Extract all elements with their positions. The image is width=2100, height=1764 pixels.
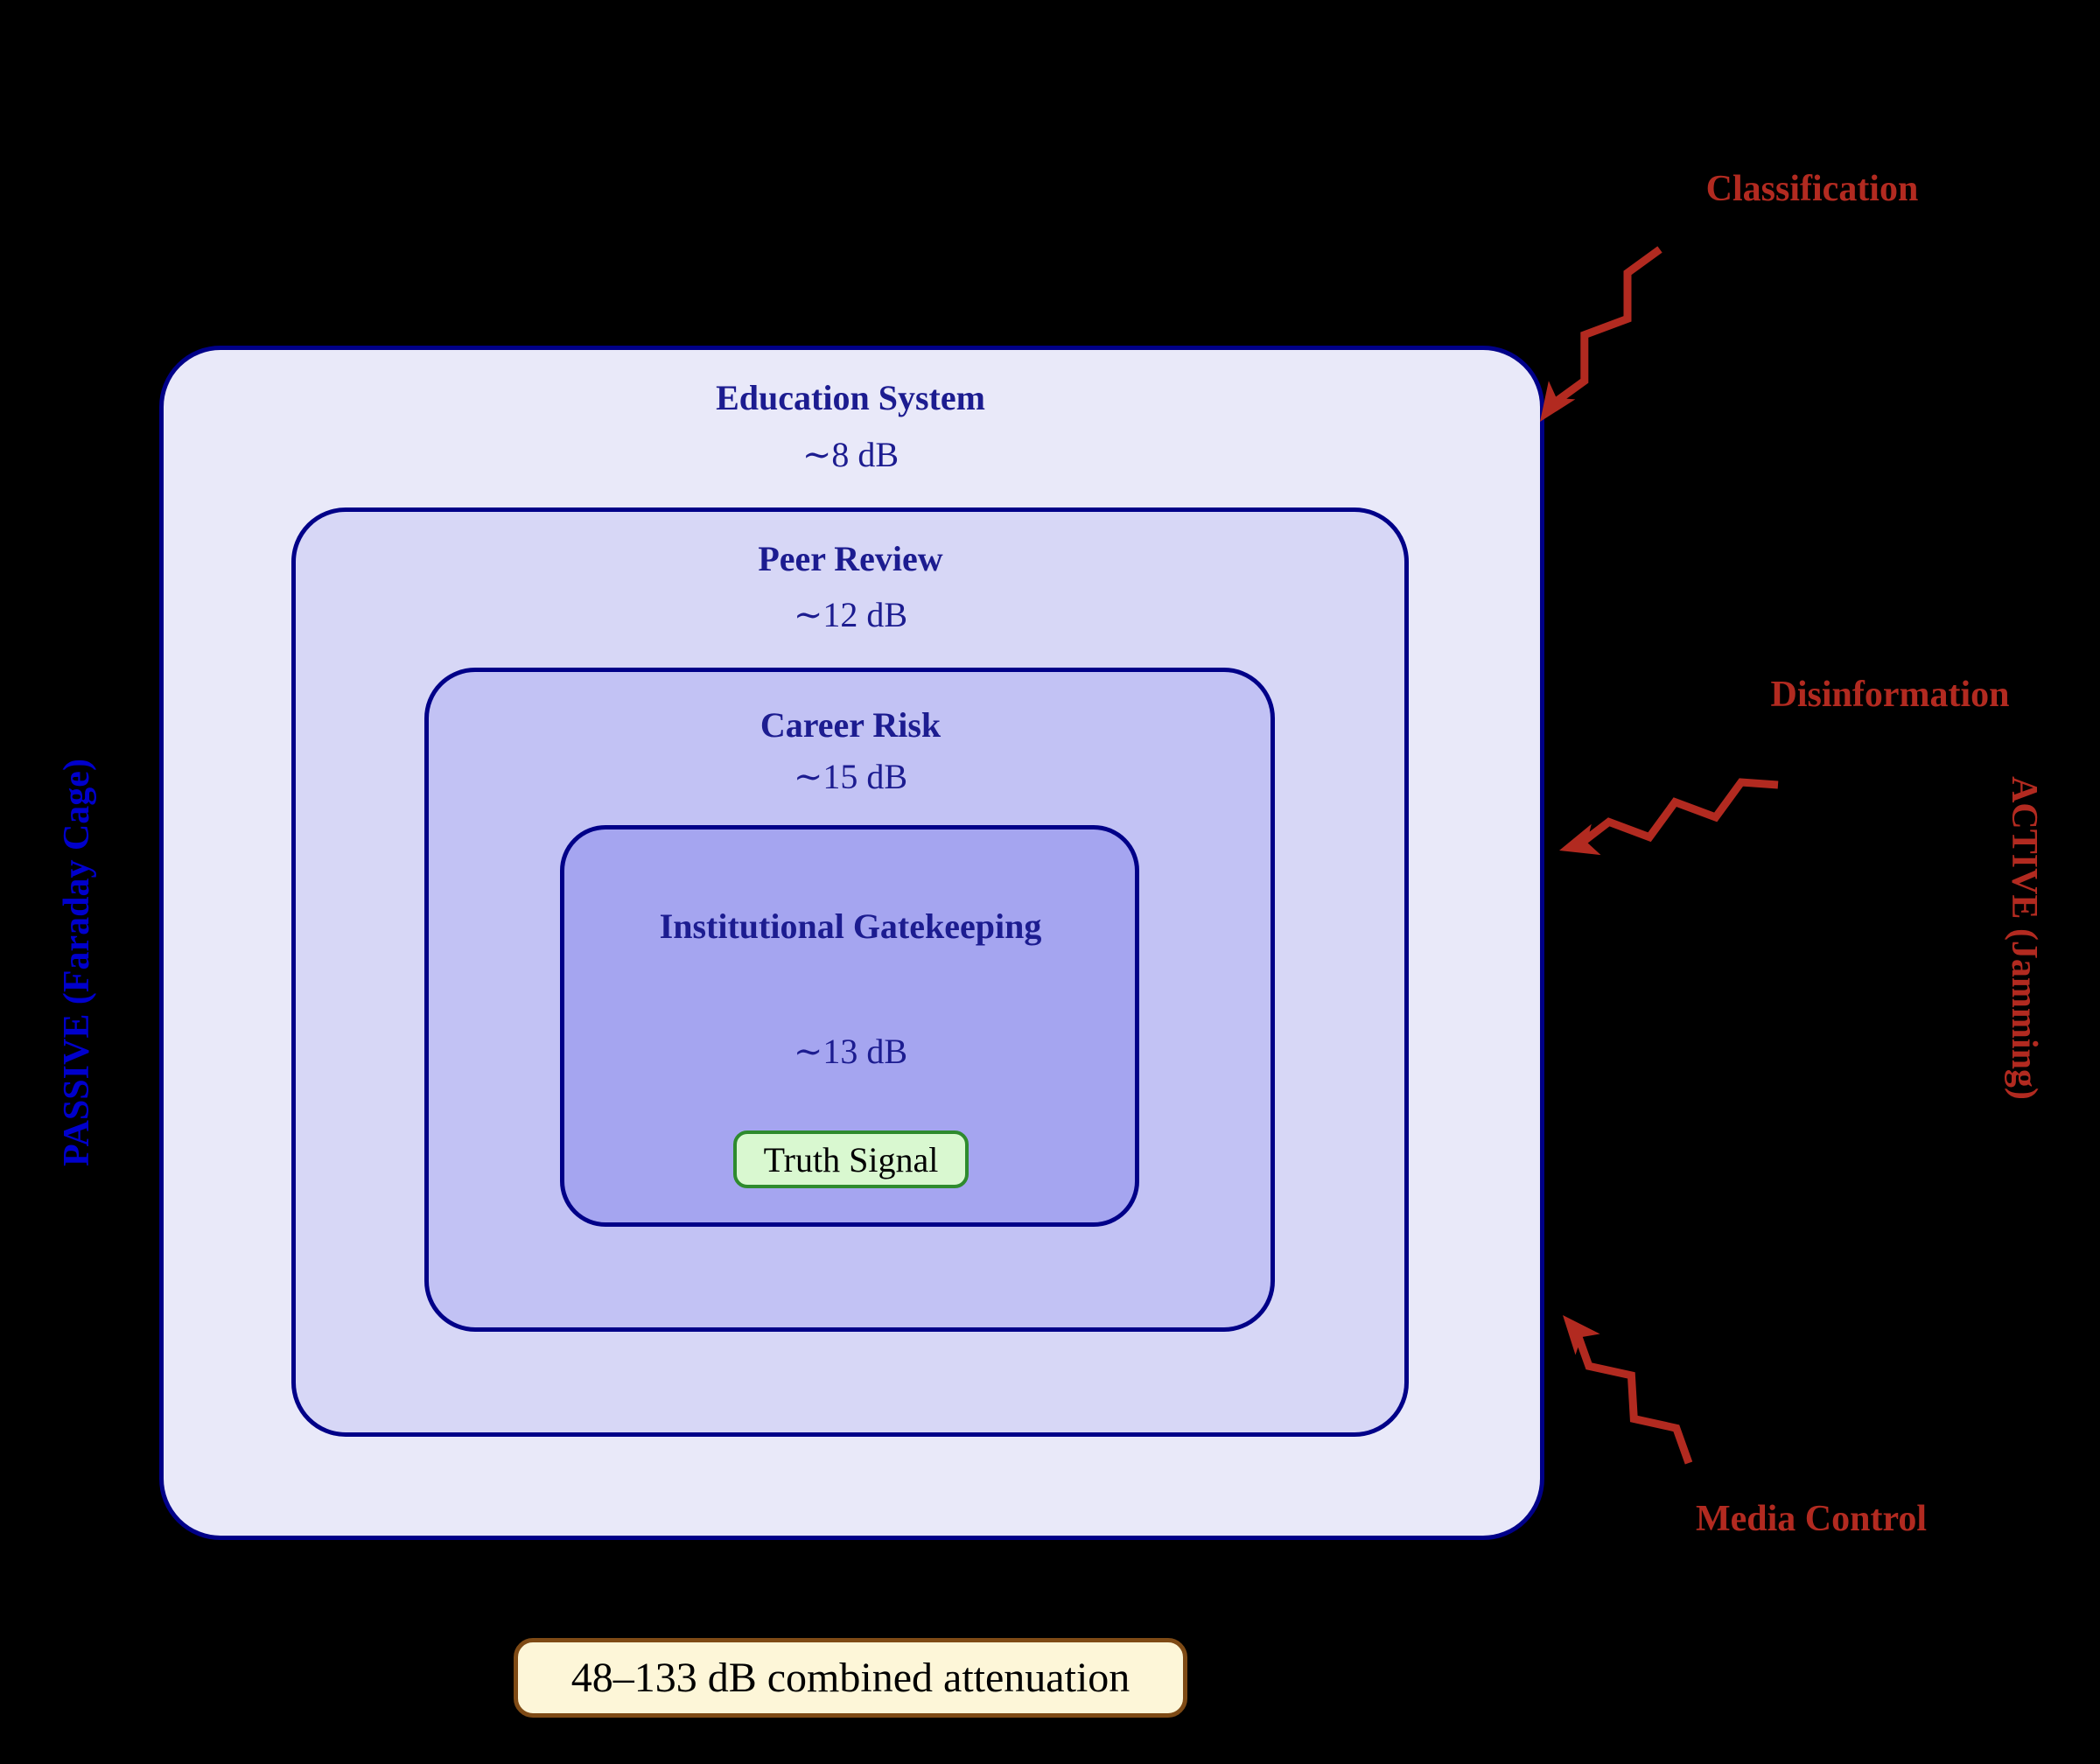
- summary-box: 48–133 dB combined attenuation: [514, 1638, 1187, 1718]
- layer-title-peer-review: Peer Review: [758, 539, 943, 578]
- layer-title-education-system: Education System: [716, 378, 985, 417]
- layer-attenuation-education-system: ∼8 dB: [802, 435, 900, 474]
- layer-title-institutional-gatekeeping: Institutional Gatekeeping: [659, 906, 1042, 946]
- attack-label-disinformation: Disinformation: [1770, 675, 2010, 715]
- active-side-label: ACTIVE (Jamming): [2004, 776, 2044, 1100]
- disinformation-arrow: [1559, 778, 1779, 856]
- passive-side-label: PASSIVE (Faraday Cage): [57, 759, 97, 1166]
- attack-label-media-control: Media Control: [1695, 1499, 1928, 1539]
- layer-attenuation-peer-review: ∼12 dB: [793, 595, 908, 634]
- layer-attenuation-institutional-gatekeeping: ∼13 dB: [793, 1032, 908, 1071]
- truth-signal-label: Truth Signal: [763, 1139, 939, 1180]
- layer-attenuation-career-risk: ∼15 dB: [793, 757, 908, 796]
- layer-title-career-risk: Career Risk: [760, 705, 942, 745]
- media-control-arrow: [1563, 1315, 1693, 1465]
- classification-arrow: [1540, 246, 1662, 422]
- truth-signal-box: Truth Signal: [733, 1130, 969, 1188]
- summary-label: 48–133 dB combined attenuation: [570, 1655, 1130, 1701]
- attack-label-classification: Classification: [1705, 169, 1919, 209]
